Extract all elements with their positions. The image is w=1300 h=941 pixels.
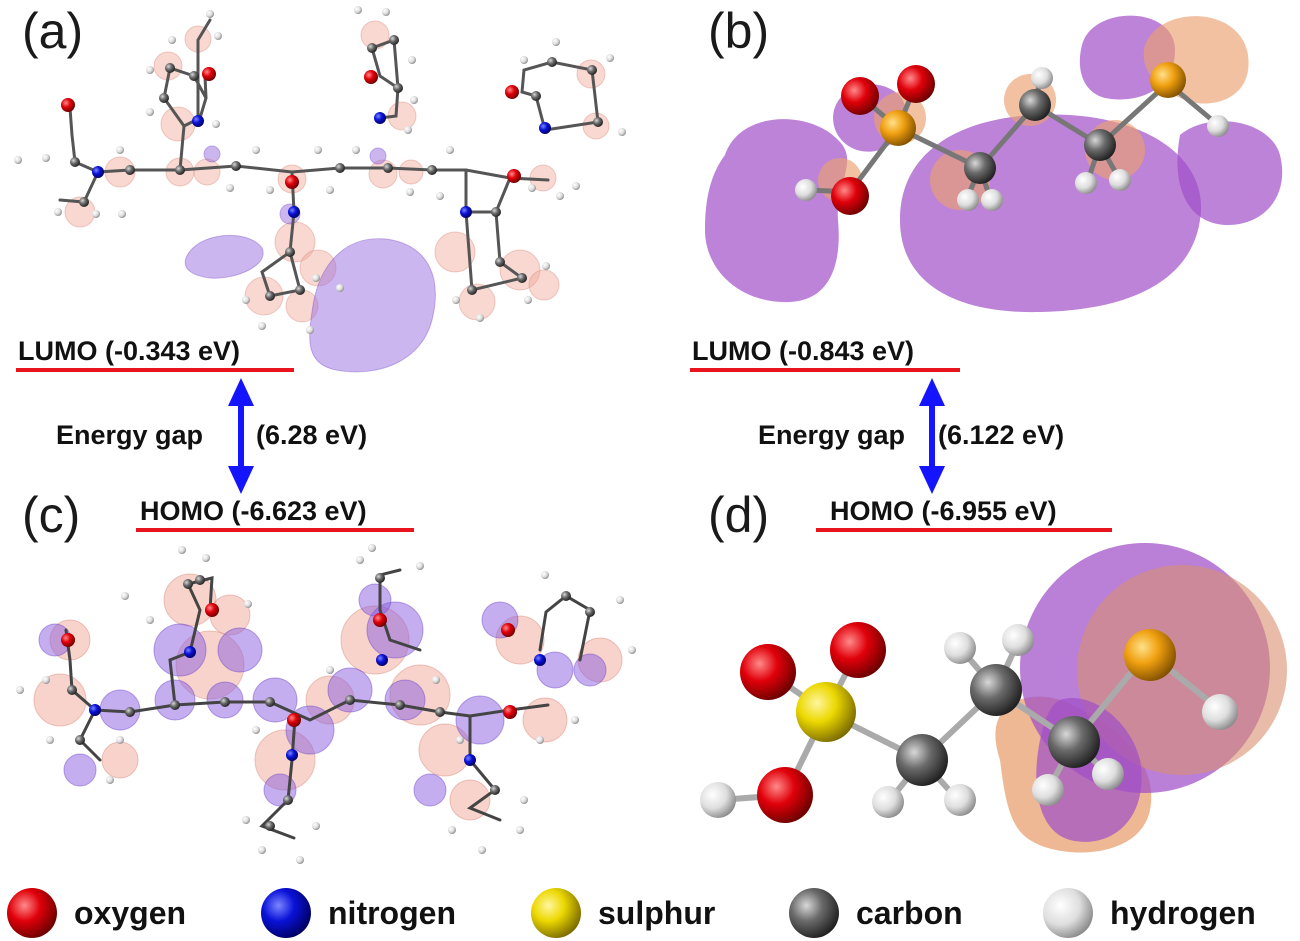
panel-c-molecule — [16, 544, 636, 864]
legend-label: hydrogen — [1110, 894, 1256, 931]
panel-label-c: (c) — [22, 487, 81, 543]
left-energy-gap-arrow — [228, 378, 254, 494]
right-homo-label: HOMO (-6.955 eV) — [830, 496, 1057, 526]
sulphur-atom-icon — [531, 888, 581, 938]
carbon-atom-icon — [789, 888, 839, 938]
nitrogen-atom-icon — [261, 888, 311, 938]
panel-d-molecule — [700, 543, 1287, 853]
right-homo-level-line — [816, 528, 1112, 532]
legend-label: nitrogen — [328, 894, 456, 931]
panel-label-a: (a) — [22, 3, 84, 59]
right-lumo-level-line — [690, 368, 960, 372]
panel-a-molecule — [14, 6, 626, 373]
legend-label: oxygen — [74, 894, 187, 931]
legend-nitrogen: nitrogen — [258, 885, 456, 941]
left-energy-gap-value: (6.28 eV) — [256, 420, 368, 450]
hydrogen-atom-icon — [1043, 888, 1093, 938]
left-homo-level-line — [136, 528, 414, 532]
legend-label: sulphur — [598, 894, 716, 931]
left-lumo-label: LUMO (-0.343 eV) — [18, 336, 241, 366]
legend-oxygen: oxygen — [4, 885, 186, 941]
oxygen-atom-icon — [7, 888, 57, 938]
panel-b-molecule — [705, 15, 1283, 313]
legend-label: carbon — [856, 894, 963, 931]
right-energy-gap-value: (6.122 eV) — [938, 420, 1065, 450]
left-homo-label: HOMO (-6.623 eV) — [140, 496, 367, 526]
legend-sulphur: sulphur — [528, 885, 715, 941]
left-energy-gap-label: Energy gap — [56, 420, 204, 450]
legend-hydrogen: hydrogen — [1040, 885, 1256, 941]
right-energy-gap-arrow — [919, 378, 945, 494]
left-lumo-level-line — [16, 368, 294, 372]
panel-label-d: (d) — [708, 487, 770, 543]
right-lumo-label: LUMO (-0.843 eV) — [692, 336, 915, 366]
right-energy-gap-label: Energy gap — [758, 420, 906, 450]
panel-label-b: (b) — [708, 3, 770, 59]
legend-carbon: carbon — [786, 885, 963, 941]
